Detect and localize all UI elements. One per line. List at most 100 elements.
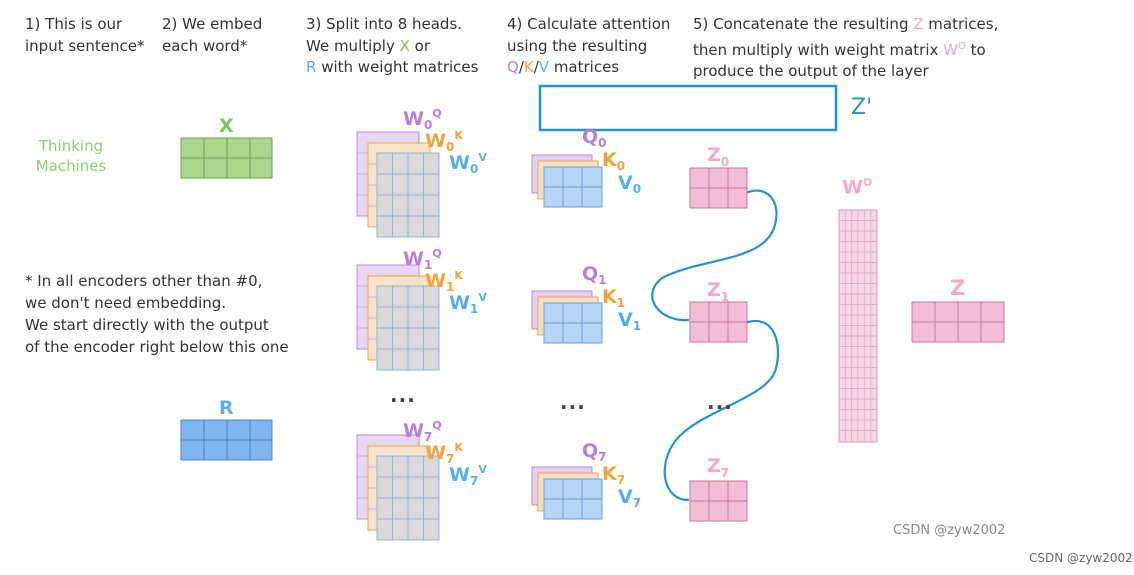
k-0-letter: K xyxy=(602,149,617,171)
z-0-sub: 0 xyxy=(720,154,730,169)
wk-1-label: W1K xyxy=(425,265,463,298)
k-7-letter: K xyxy=(602,463,617,485)
k-1-sub: 1 xyxy=(616,296,626,310)
x-embedding-matrix xyxy=(180,137,273,179)
wk-7-sup: K xyxy=(454,441,463,454)
z-1-sub: 1 xyxy=(720,289,730,304)
input-word-thinking: Thinking xyxy=(38,137,104,155)
wv-7-label: W7V xyxy=(449,459,487,492)
wq-1-w: W xyxy=(403,248,424,270)
weight-stack-head-7 xyxy=(356,434,440,541)
wq-0-sup: Q xyxy=(432,107,442,120)
k-7-label: K7 xyxy=(602,463,625,491)
q-0-label: Q0 xyxy=(582,126,607,154)
k-7-sub: 7 xyxy=(616,473,626,487)
wv-0-w: W xyxy=(449,152,470,174)
ellipsis-weights: ... xyxy=(390,383,416,407)
wq-0-sub: 0 xyxy=(423,118,433,132)
step-5-line-2: then multiply with weight matrix WO to xyxy=(693,36,998,62)
wk-1-sup: K xyxy=(454,269,463,282)
qkv-stack-head-7 xyxy=(531,466,603,520)
ellipsis-z: ... xyxy=(707,390,733,414)
wq-7-sup: Q xyxy=(432,419,442,432)
wo-w: W xyxy=(842,176,863,199)
step-4-line-1: 4) Calculate attention xyxy=(507,15,671,33)
wv-1-label: W1V xyxy=(449,287,487,320)
k-0-label: K0 xyxy=(602,149,625,177)
q-7-letter: Q xyxy=(582,440,599,462)
wq-7-sub: 7 xyxy=(423,430,433,444)
step-5-text-c: then multiply with weight matrix xyxy=(693,40,944,59)
step-3-text: We multiply xyxy=(306,36,400,55)
z-output-matrix xyxy=(911,301,1005,343)
step-4-q: Q xyxy=(507,58,519,76)
step-4-v: V xyxy=(538,58,550,76)
v-0-label: V0 xyxy=(618,172,641,200)
z-output-label: Z xyxy=(950,276,966,300)
qkv-stack-head-0 xyxy=(531,154,603,208)
step-4-sep-1: / xyxy=(518,58,524,76)
z-matrix-head-1 xyxy=(689,301,748,343)
step-3-r: R xyxy=(306,58,317,76)
v-1-sub: 1 xyxy=(632,319,642,333)
wk-0-label: W0K xyxy=(425,125,463,158)
wo-label: WO xyxy=(842,176,872,198)
step-3-heading: 3) Split into 8 heads. We multiply X or … xyxy=(306,14,478,79)
wk-7-w: W xyxy=(425,442,446,464)
wk-0-w: W xyxy=(425,130,446,152)
wq-1-label: W1Q xyxy=(403,243,442,276)
weight-stack-head-1 xyxy=(356,264,440,371)
step-1-line-1: 1) This is our xyxy=(25,15,123,33)
wq-1-sup: Q xyxy=(432,247,442,260)
q-1-sub: 1 xyxy=(598,273,607,287)
note-line-3: We start directly with the output xyxy=(25,316,269,334)
step-3-line-1: 3) Split into 8 heads. xyxy=(306,15,463,33)
z-0-letter: Z xyxy=(707,144,721,166)
wv-1-w: W xyxy=(449,292,470,314)
z-7-letter: Z xyxy=(707,455,721,477)
note-line-4: of the encoder right below this one xyxy=(25,338,289,356)
step-5-w: W xyxy=(943,40,959,59)
concatenation-squiggle xyxy=(651,189,780,502)
step-1-heading: 1) This is our input sentence* xyxy=(25,14,145,57)
wk-1-sub: 1 xyxy=(445,280,455,294)
qkv-stack-head-1 xyxy=(531,290,603,344)
wq-0-label: W0Q xyxy=(403,103,442,136)
wq-0-w: W xyxy=(403,108,424,130)
k-1-label: K1 xyxy=(602,286,625,314)
z-0-label: Z0 xyxy=(707,144,729,169)
step-4-tail: matrices xyxy=(549,58,620,76)
v-1-letter: V xyxy=(618,309,633,331)
z-matrix-head-7 xyxy=(689,480,748,522)
annotation-box xyxy=(538,84,838,132)
q-0-sub: 0 xyxy=(598,136,607,150)
step-5-text-b: matrices, xyxy=(923,15,999,33)
encoder-note: * In all encoders other than #0, we don'… xyxy=(25,270,289,358)
wq-1-sub: 1 xyxy=(423,258,433,272)
k-0-sub: 0 xyxy=(616,159,626,173)
step-3-line-3: R with weight matrices xyxy=(306,57,478,79)
step-5-z: Z xyxy=(913,15,924,33)
step-5-to: to xyxy=(965,40,986,59)
q-0-letter: Q xyxy=(582,126,599,148)
wv-1-sub: 1 xyxy=(469,302,479,316)
weight-stack-head-0 xyxy=(356,131,440,238)
wk-0-sub: 0 xyxy=(445,140,455,154)
step-1-line-2: input sentence* xyxy=(25,36,145,55)
step-4-line-2: using the resulting xyxy=(507,36,648,55)
x-label: X xyxy=(219,115,234,137)
step-3-line-2: We multiply X or xyxy=(306,36,478,58)
step-3-x: X xyxy=(399,36,410,55)
step-3-tail: with weight matrices xyxy=(316,58,479,76)
wv-0-label: W0V xyxy=(449,147,487,180)
q-1-letter: Q xyxy=(582,263,599,285)
step-3-or: or xyxy=(409,36,431,55)
v-0-letter: V xyxy=(618,172,633,194)
input-word-machines: Machines xyxy=(35,157,107,175)
watermark-inner: CSDN @zyw2002 xyxy=(893,523,1006,538)
step-5-line-1: 5) Concatenate the resulting Z matrices, xyxy=(693,14,998,36)
v-0-sub: 0 xyxy=(632,182,642,196)
input-sentence: Thinking Machines xyxy=(26,136,116,176)
wv-0-sup: V xyxy=(478,151,487,164)
